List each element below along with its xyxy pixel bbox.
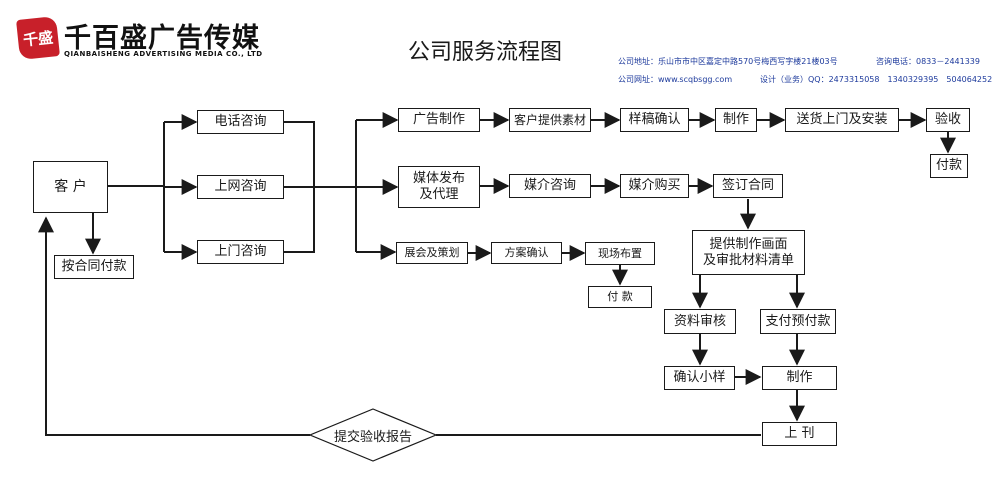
media-publish-node: 媒体发布 及代理 — [398, 166, 480, 208]
logo-icon: 千盛 — [16, 16, 60, 60]
pay-contract-node: 按合同付款 — [54, 255, 134, 279]
materials-node: 客户提供素材 — [509, 108, 591, 132]
consult-hotline: 咨询电话：0833－2441339 — [876, 57, 980, 66]
produce-node: 制作 — [715, 108, 757, 132]
deliver-install-node: 送货上门及安装 — [785, 108, 899, 132]
prepay-node: 支付预付款 — [760, 309, 836, 334]
ad-make-node: 广告制作 — [398, 108, 480, 132]
arrow-report-customer — [38, 216, 310, 436]
phone-consult-node: 电话咨询 — [197, 110, 284, 134]
media-consult-node: 媒介咨询 — [509, 174, 591, 198]
design-qq: 设计（业务）QQ：2473315058 1340329395 504064252 — [760, 75, 993, 84]
company-name: 千百盛广告传媒 — [64, 23, 260, 54]
pay2-node: 付 款 — [588, 286, 652, 308]
report-diamond — [308, 408, 438, 462]
review-node: 资料审核 — [664, 309, 736, 334]
sign-contract-node: 签订合同 — [713, 174, 783, 198]
pay-node: 付款 — [930, 154, 968, 178]
visit-consult-node: 上门咨询 — [197, 240, 284, 264]
confirm-sample-node: 确认小样 — [664, 366, 735, 390]
produce2-node: 制作 — [762, 366, 837, 390]
provide-list-node: 提供制作画面 及审批材料清单 — [692, 230, 805, 275]
submit-report-label: 提交验收报告 — [333, 429, 412, 445]
draft-confirm-node: 样稿确认 — [620, 108, 689, 132]
customer-node: 客 户 — [33, 161, 108, 213]
site-layout-node: 现场布置 — [585, 242, 655, 265]
company-address: 公司地址：乐山市市中区嘉定中路570号梅西写字楼21楼03号 — [618, 57, 838, 66]
accept-node: 验收 — [926, 108, 970, 132]
plan-confirm-node: 方案确认 — [491, 242, 562, 264]
company-english-name: QIANBAISHENG ADVERTISING MEDIA CO., LTD — [64, 50, 263, 58]
online-consult-node: 上网咨询 — [197, 175, 284, 199]
media-buy-node: 媒介购买 — [620, 174, 689, 198]
exhibit-plan-node: 展会及策划 — [396, 242, 468, 264]
publish-node: 上 刊 — [762, 422, 837, 446]
page-title: 公司服务流程图 — [408, 40, 563, 65]
company-website: 公司网址：www.scqbsgg.com — [618, 75, 733, 84]
